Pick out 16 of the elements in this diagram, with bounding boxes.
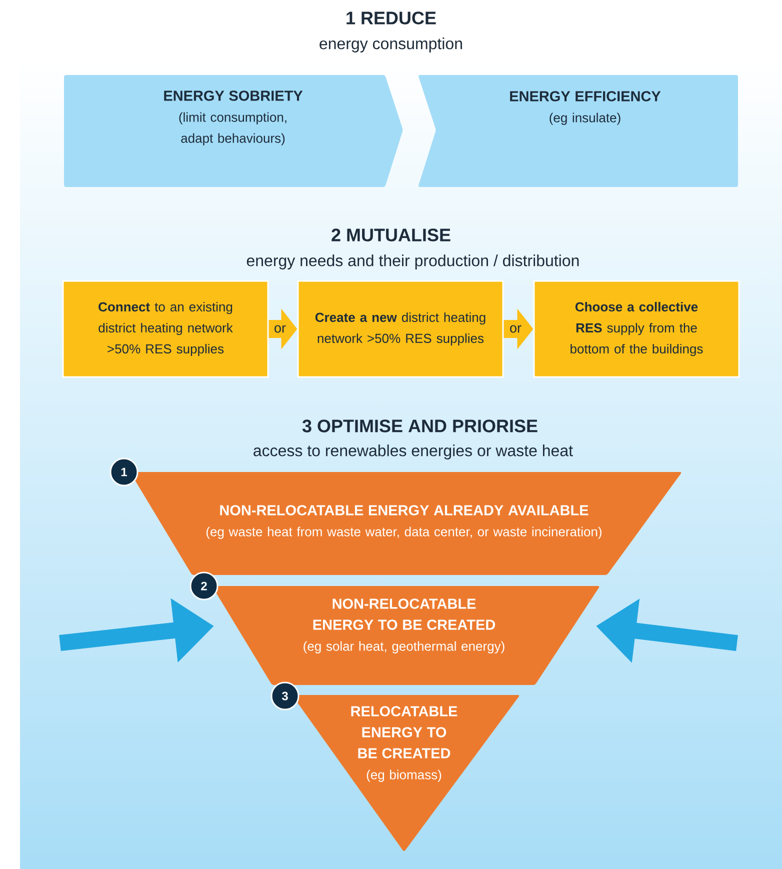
section-subtitle: energy consumption xyxy=(320,38,462,52)
chevron-box: ENERGY EFFICIENCY (eg insulate) xyxy=(418,75,738,187)
number-badge: 2 xyxy=(190,572,218,600)
chevron-box: ENERGY SOBRIETY (limit consumption, adapt behaviours) xyxy=(64,75,403,187)
section-subtitle: energy needs and their production / distribution xyxy=(246,254,579,270)
funnel-tip: RELOCATABLE ENERGY TO BE CREATED (eg biomass) xyxy=(292,695,520,852)
number-badge: 1 xyxy=(110,458,138,486)
option-box: Connect to an existing district heating network >50% RES supplies xyxy=(62,280,269,378)
option-box: Choose a collective RES supply from the bottom of the buildings xyxy=(533,280,740,378)
funnel-band: NON-RELOCATABLE ENERGY TO BE CREATED (eg solar heat, geothermal energy) xyxy=(212,586,600,685)
section-heading: 3 OPTIMISE AND PRIORISE xyxy=(302,420,538,432)
section-heading: 1 REDUCE xyxy=(346,12,436,24)
funnel-band: NON-RELOCATABLE ENERGY ALREADY AVAILABLE (eg waste heat from waste water, data center, or waste incineration) xyxy=(130,472,682,575)
section-heading: 2 MUTUALISE xyxy=(332,228,450,242)
option-box: Create a new district heating network >50% RES supplies xyxy=(297,280,504,378)
number-badge: 3 xyxy=(270,682,300,710)
